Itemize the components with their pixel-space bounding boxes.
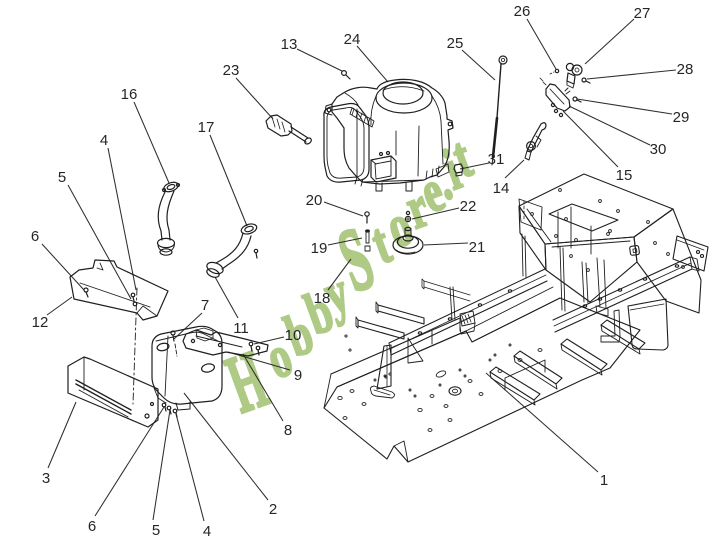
svg-text:29: 29 — [673, 109, 690, 126]
svg-text:8: 8 — [284, 422, 292, 439]
svg-text:10: 10 — [285, 327, 302, 344]
svg-text:30: 30 — [650, 141, 667, 158]
svg-text:2: 2 — [269, 501, 277, 518]
svg-text:26: 26 — [514, 3, 531, 20]
svg-text:27: 27 — [634, 5, 651, 22]
svg-text:5: 5 — [58, 169, 66, 186]
svg-text:6: 6 — [31, 228, 39, 245]
svg-text:18: 18 — [314, 290, 331, 307]
svg-text:11: 11 — [233, 320, 249, 337]
svg-text:22: 22 — [460, 198, 477, 215]
svg-text:25: 25 — [447, 35, 464, 52]
svg-text:20: 20 — [306, 192, 323, 209]
svg-text:7: 7 — [201, 297, 209, 314]
svg-text:28: 28 — [677, 61, 694, 78]
svg-text:5: 5 — [152, 522, 160, 539]
svg-text:4: 4 — [100, 132, 108, 149]
svg-text:19: 19 — [311, 240, 328, 257]
svg-text:15: 15 — [616, 167, 633, 184]
svg-text:12: 12 — [32, 314, 49, 331]
svg-text:24: 24 — [344, 31, 361, 48]
svg-text:21: 21 — [469, 239, 486, 256]
svg-text:1: 1 — [600, 472, 608, 489]
svg-text:31: 31 — [488, 151, 505, 168]
svg-text:23: 23 — [223, 62, 240, 79]
svg-text:14: 14 — [493, 180, 510, 197]
svg-text:4: 4 — [203, 523, 211, 540]
svg-text:6: 6 — [88, 518, 96, 535]
svg-text:9: 9 — [294, 367, 302, 384]
svg-text:17: 17 — [198, 119, 215, 136]
svg-text:13: 13 — [281, 36, 298, 53]
svg-text:3: 3 — [42, 470, 50, 487]
svg-text:16: 16 — [121, 86, 138, 103]
